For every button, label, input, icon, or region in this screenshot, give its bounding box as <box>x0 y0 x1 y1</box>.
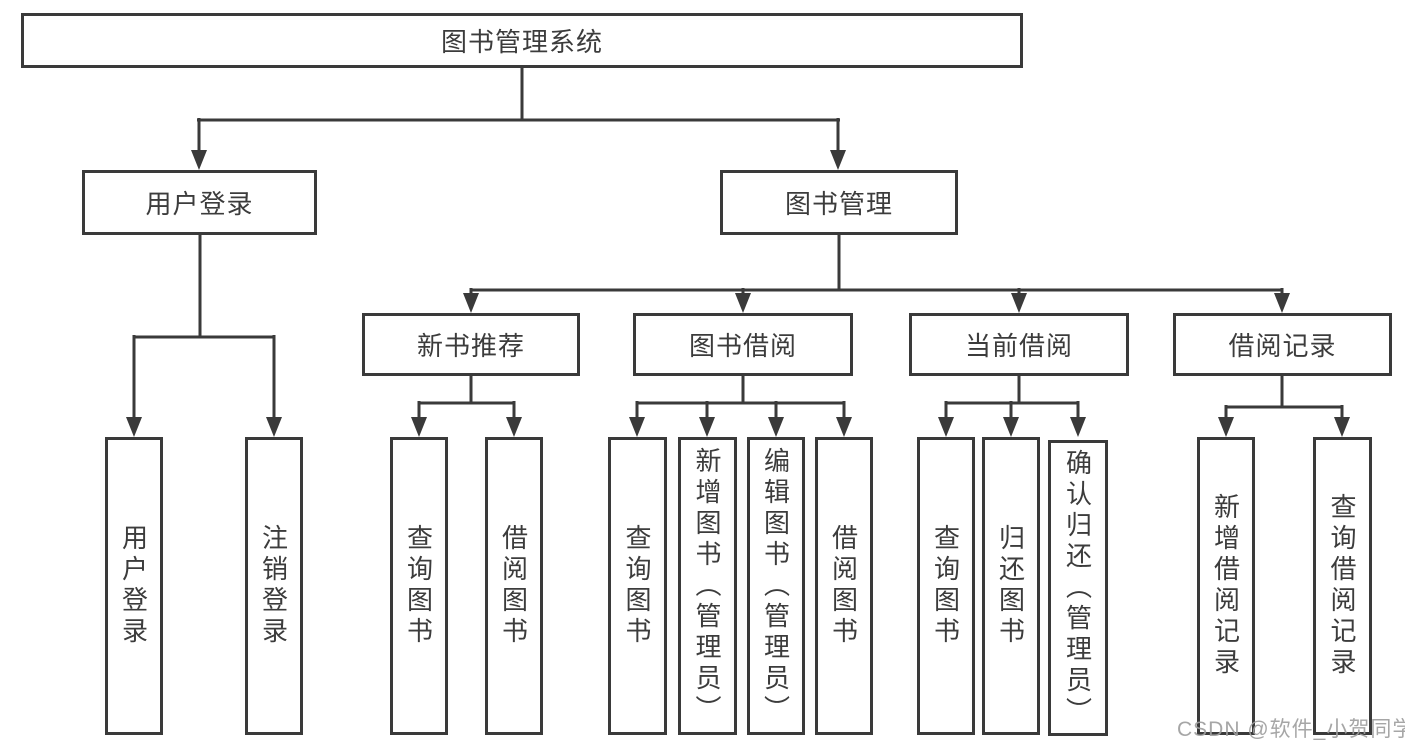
arrowhead <box>1334 417 1350 437</box>
arrowhead <box>629 417 645 437</box>
connector-userlogin-to-leaves <box>126 235 282 437</box>
arrowhead <box>1070 417 1086 437</box>
leaf-confirm-return-admin: 确认归还（管理员） <box>1048 440 1108 736</box>
arrowhead <box>411 417 427 437</box>
arrowhead <box>836 417 852 437</box>
connector-newbook-to-leaves <box>411 376 522 437</box>
leaf-add-book-admin: 新增图书（管理员） <box>678 437 737 735</box>
arrowhead <box>506 417 522 437</box>
arrowhead <box>1011 293 1027 313</box>
arrowhead <box>699 417 715 437</box>
node-borrowing-records: 借阅记录 <box>1173 313 1392 376</box>
leaf-query-borrow-record: 查询借阅记录 <box>1313 437 1372 735</box>
connector-records-to-leaves <box>1218 376 1350 437</box>
connector-borrowing-to-leaves <box>629 376 852 437</box>
node-book-borrowing: 图书借阅 <box>633 313 853 376</box>
arrowhead <box>191 150 207 170</box>
arrowhead <box>266 417 282 437</box>
leaf-edit-book-admin: 编辑图书（管理员） <box>747 437 805 735</box>
leaf-query-books-current: 查询图书 <box>917 437 975 735</box>
arrowhead <box>463 293 479 313</box>
connector-bookmgmt-to-level3 <box>463 235 1290 313</box>
leaf-add-borrow-record: 新增借阅记录 <box>1197 437 1255 735</box>
arrowhead <box>1274 293 1290 313</box>
leaf-return-book: 归还图书 <box>982 437 1040 735</box>
watermark-text: CSDN @软件_小贺同学 <box>1177 718 1405 741</box>
connector-current-to-leaves <box>938 376 1086 437</box>
node-current-borrowing: 当前借阅 <box>909 313 1129 376</box>
node-user-login: 用户登录 <box>82 170 317 235</box>
leaf-query-books-borrowing: 查询图书 <box>608 437 667 735</box>
arrowhead <box>1003 417 1019 437</box>
arrowhead <box>830 150 846 170</box>
arrowhead <box>735 293 751 313</box>
arrowhead <box>1218 417 1234 437</box>
leaf-user-login: 用户登录 <box>105 437 163 735</box>
leaf-borrow-books-borrowing: 借阅图书 <box>815 437 873 735</box>
leaf-logout: 注销登录 <box>245 437 303 735</box>
arrowhead <box>126 417 142 437</box>
arrowhead <box>938 417 954 437</box>
leaf-borrow-books-recommend: 借阅图书 <box>485 437 543 735</box>
node-book-management: 图书管理 <box>720 170 958 235</box>
connector-root-to-level2 <box>191 68 846 170</box>
arrowhead <box>768 417 784 437</box>
leaf-query-books-recommend: 查询图书 <box>390 437 448 735</box>
node-root: 图书管理系统 <box>21 13 1023 68</box>
node-new-book-recommendation: 新书推荐 <box>362 313 580 376</box>
